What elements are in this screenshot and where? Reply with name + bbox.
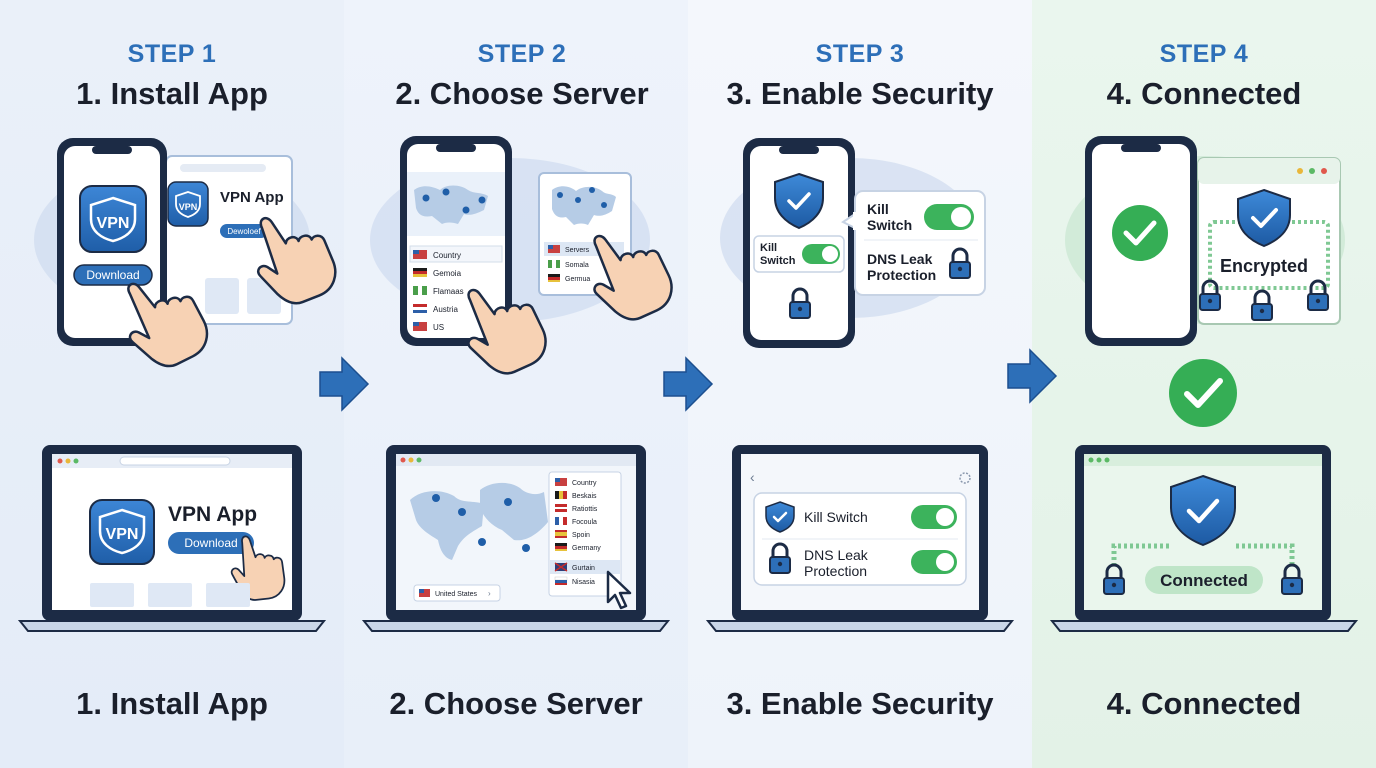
laptop-dns-label: DNS Leak — [804, 547, 869, 563]
laptop-server-item[interactable]: Ratiottis — [572, 506, 598, 513]
phone-server-item[interactable]: Country — [433, 251, 461, 260]
back-chevron-icon[interactable]: ‹ — [750, 469, 755, 485]
step-3-label: STEP 3 — [815, 40, 905, 68]
popup-vpn-badge: VPN — [179, 202, 198, 212]
popup-download-label: Dewoloef — [227, 227, 261, 236]
step-3-panel — [688, 0, 1032, 768]
phone-kill-switch-label: Switch — [760, 255, 796, 267]
popup-server-item[interactable]: Somala — [565, 262, 589, 269]
step-2-panel — [344, 0, 688, 768]
arrow-right-icon — [663, 356, 714, 412]
laptop-app-name: VPN App — [168, 503, 257, 526]
laptop-server-item[interactable]: Germany — [572, 545, 601, 552]
laptop-kill-switch-label: Kill Switch — [804, 509, 868, 525]
arrow-right-icon — [319, 356, 370, 412]
laptop-server-item[interactable]: Spoin — [572, 532, 590, 539]
laptop-dns-label: Protection — [804, 563, 867, 579]
popup-dns-label: Protection — [867, 267, 936, 283]
step-3-bottom-title: 3. Enable Security — [726, 686, 994, 721]
popup-download-button[interactable] — [220, 224, 268, 238]
shield-icon — [765, 501, 795, 533]
phone-kill-switch-label: Kill — [760, 242, 777, 254]
step-3-title: 3. Enable Security — [726, 76, 994, 111]
step-2-label: STEP 2 — [477, 40, 567, 68]
popup-server-item[interactable]: Germua — [565, 276, 590, 283]
check-icon — [1169, 359, 1237, 427]
popup-app-name: VPN App — [220, 189, 284, 206]
step-2-bottom-title: 2. Choose Server — [389, 686, 643, 721]
laptop-download-label: Download — [184, 536, 237, 550]
popup-kill-switch-label: Switch — [867, 217, 912, 233]
popup-server-item[interactable]: Servers — [565, 247, 590, 254]
connected-status-badge — [1145, 566, 1263, 594]
step-4-title: 4. Connected — [1106, 76, 1302, 111]
phone-server-item[interactable]: US — [433, 323, 444, 332]
laptop-download-button[interactable] — [168, 532, 254, 554]
popup-kill-switch-label: Kill — [867, 201, 889, 217]
popup-dns-label: DNS Leak — [867, 251, 933, 267]
step-1-panel — [0, 0, 344, 768]
laptop-server-item[interactable]: Beskais — [572, 493, 597, 500]
step-4-bottom-title: 4. Connected — [1106, 686, 1302, 721]
phone-download-button[interactable] — [73, 264, 153, 286]
shield-icon — [1237, 188, 1291, 248]
phone-server-item[interactable]: Flamaas — [433, 287, 464, 296]
laptop-server-item[interactable]: Nisasia — [572, 579, 595, 586]
step-1-label: STEP 1 — [127, 40, 217, 68]
shield-icon — [1170, 474, 1236, 547]
check-icon — [1112, 205, 1168, 261]
phone-server-item[interactable]: Austria — [433, 305, 458, 314]
step-1-bottom-title: 1. Install App — [76, 686, 268, 721]
gear-icon[interactable] — [959, 472, 971, 484]
phone-server-item[interactable]: Gemoia — [433, 269, 462, 278]
step-4-label: STEP 4 — [1159, 40, 1249, 68]
chevron-right-icon: › — [488, 589, 491, 598]
phone-download-label: Download — [86, 268, 139, 282]
laptop-selected-server[interactable]: United States — [435, 591, 478, 598]
laptop-server-item[interactable]: Country — [572, 480, 597, 487]
step-1-title: 1. Install App — [76, 76, 268, 111]
connected-status-label: Connected — [1160, 571, 1248, 590]
laptop-vpn-badge: VPN — [106, 526, 139, 543]
vpn-badge-label: VPN — [97, 215, 130, 232]
arrow-right-icon — [1007, 348, 1058, 404]
step-2-title: 2. Choose Server — [395, 76, 649, 111]
laptop-server-item[interactable]: Gurtain — [572, 565, 595, 572]
laptop-server-item[interactable]: Focoula — [572, 519, 597, 526]
encrypted-label: Encrypted — [1220, 256, 1308, 276]
